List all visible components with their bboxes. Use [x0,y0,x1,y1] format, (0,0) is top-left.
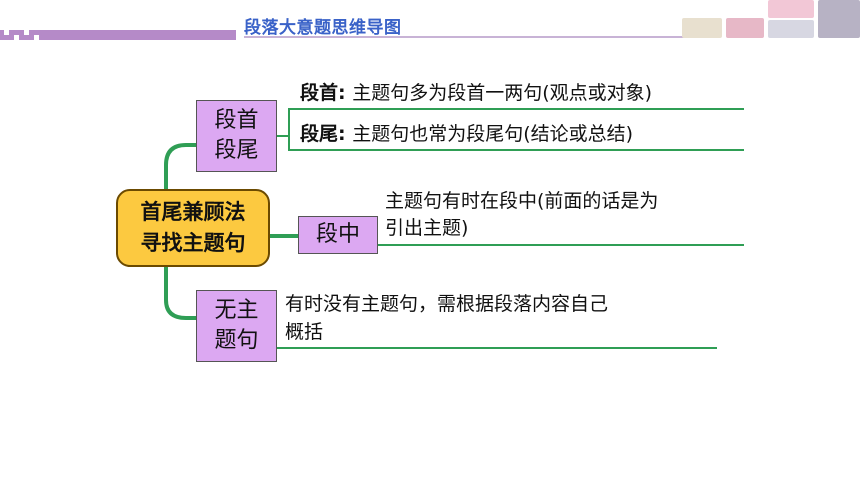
leaf-underline [378,244,744,246]
root-node: 首尾兼顾法 寻找主题句 [116,189,270,267]
leaf-line-1: 主题句有时在段中(前面的话是为 [385,190,659,212]
leaf-line-1: 有时没有主题句，需根据段落内容自己 [285,293,609,315]
branch-3-line-1: 无主 [214,298,259,323]
branch-1-line-2: 段尾 [214,138,259,163]
leaf-paragraph-middle: 主题句有时在段中(前面的话是为 引出主题) [385,188,658,242]
branch-2-line-1: 段中 [315,222,360,247]
branch-node-middle: 段中 [298,216,378,254]
connector-root-to-branch-1 [164,143,198,191]
connector-root-to-branch-3 [164,265,198,320]
branch-node-start-end: 段首 段尾 [196,100,277,172]
leaf-description: 主题句多为段首一两句(观点或对象) [352,82,653,104]
page-title: 段落大意题思维导图 [244,18,402,38]
connector-branch-1-leaves [277,108,296,151]
leaf-paragraph-end: 段尾: 主题句也常为段尾句(结论或总结) [300,121,633,147]
header-dots-decoration [4,30,44,40]
leaf-separator: : [338,123,353,145]
root-line-2: 寻找主题句 [140,231,246,255]
header-photo [726,18,764,38]
header-photo [768,0,814,18]
leaf-separator: : [338,82,353,104]
branch-node-no-topic-sentence: 无主 题句 [196,290,277,362]
header-accent-bar [0,30,236,40]
header-divider [244,36,684,38]
leaf-underline [296,149,744,151]
leaf-underline [296,108,744,110]
leaf-line-2: 引出主题) [385,217,469,239]
header-photo-strip [682,0,860,40]
branch-1-line-1: 段首 [214,108,259,133]
leaf-paragraph-start: 段首: 主题句多为段首一两句(观点或对象) [300,80,652,106]
header-photo [682,18,722,38]
leaf-no-topic-sentence: 有时没有主题句，需根据段落内容自己 概括 [285,290,608,346]
leaf-term: 段尾 [300,123,339,145]
header-photo [768,20,814,38]
header-photo [818,0,860,38]
leaf-term: 段首 [300,82,339,104]
leaf-underline [277,347,717,349]
root-line-1: 首尾兼顾法 [140,200,246,224]
branch-3-line-2: 题句 [214,328,259,353]
leaf-description: 主题句也常为段尾句(结论或总结) [352,123,634,145]
leaf-line-2: 概括 [285,321,324,343]
